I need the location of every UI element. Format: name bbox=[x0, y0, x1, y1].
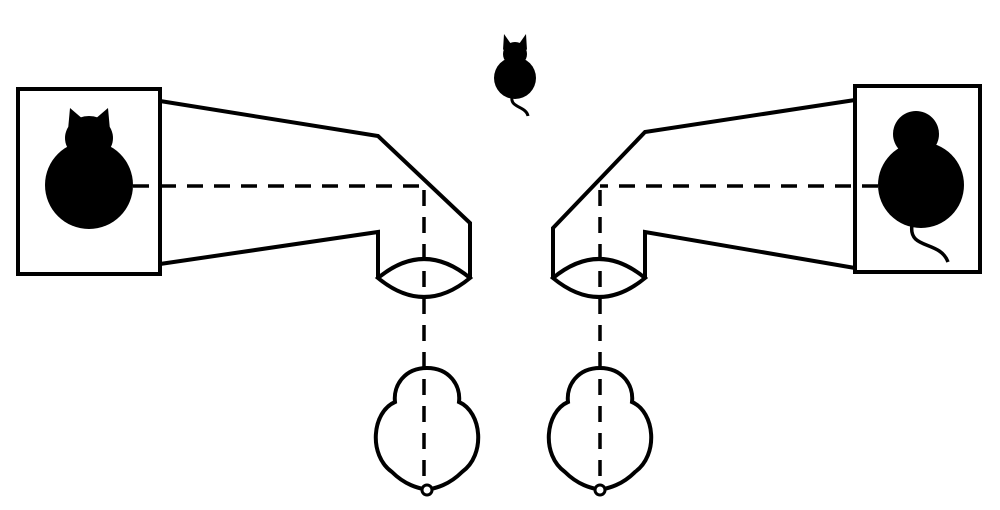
left-lens bbox=[374, 257, 474, 299]
left-tube-upper-outline bbox=[159, 99, 472, 278]
left-image-screen bbox=[16, 87, 162, 276]
left-viewer-head bbox=[373, 365, 481, 493]
left-image-cat-icon bbox=[45, 108, 133, 229]
right-periscope bbox=[546, 84, 982, 497]
left-eye-point bbox=[420, 483, 434, 497]
right-tube-upper-outline bbox=[551, 98, 856, 278]
right-image-screen bbox=[853, 84, 982, 274]
right-lens bbox=[549, 257, 649, 299]
right-eye-point bbox=[593, 483, 607, 497]
left-periscope bbox=[16, 87, 481, 497]
right-tube-lower-outline bbox=[643, 229, 856, 278]
left-tube-lower-outline bbox=[159, 229, 380, 278]
right-image-cat-back-icon bbox=[878, 111, 964, 263]
object-cat-icon bbox=[494, 34, 536, 117]
